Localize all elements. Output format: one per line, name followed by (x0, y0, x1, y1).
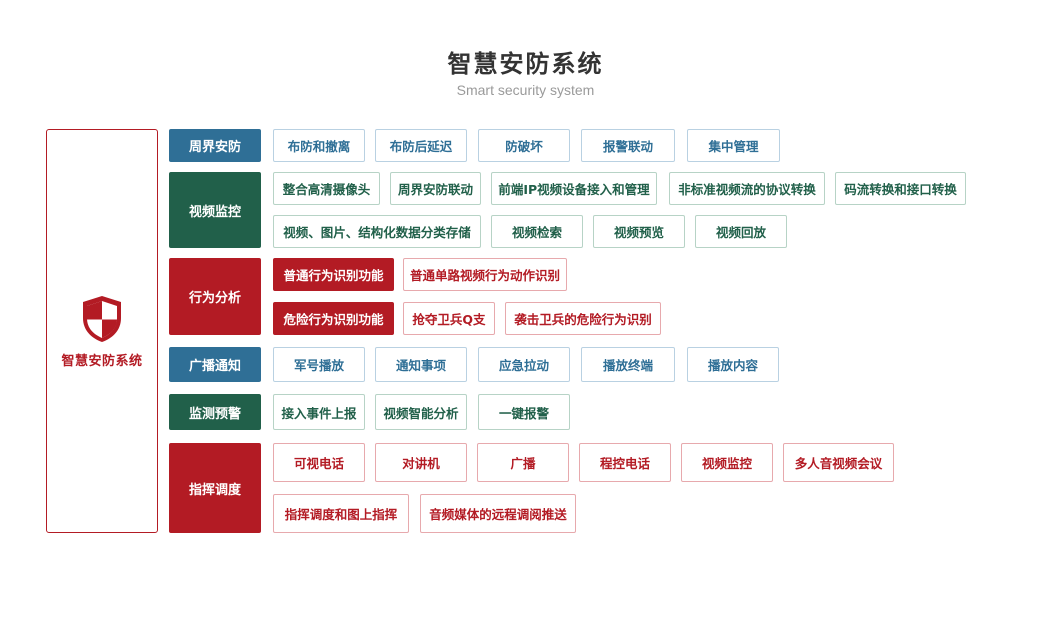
category-command: 指挥调度 (169, 443, 261, 533)
item-behavior-attack: 袭击卫兵的危险行为识别 (505, 302, 661, 335)
item-broadcast-terminal: 播放终端 (581, 347, 675, 382)
root-label: 智慧安防系统 (61, 353, 143, 369)
item-video-search: 视频检索 (491, 215, 583, 248)
item-command-map: 指挥调度和图上指挥 (273, 494, 409, 533)
item-broadcast-emergency: 应急拉动 (478, 347, 570, 382)
item-video-protocol: 非标准视频流的协议转换 (669, 172, 825, 205)
item-command-media-push: 音频媒体的远程调阅推送 (420, 494, 576, 533)
item-command-phone: 程控电话 (579, 443, 671, 482)
item-monitor-alarm: 一键报警 (478, 394, 570, 430)
item-broadcast-bugle: 军号播放 (273, 347, 365, 382)
shield-icon (83, 295, 121, 342)
item-video-ip-device: 前端IP视频设备接入和管理 (491, 172, 657, 205)
item-video-storage: 视频、图片、结构化数据分类存储 (273, 215, 481, 248)
category-perimeter: 周界安防 (169, 129, 261, 162)
item-video-stream-convert: 码流转换和接口转换 (835, 172, 966, 205)
item-broadcast-notice: 通知事项 (375, 347, 467, 382)
item-perimeter-arm: 布防和撤离 (273, 129, 365, 162)
page-title: 智慧安防系统 (447, 50, 604, 78)
item-video-preview: 视频预览 (593, 215, 685, 248)
page-subtitle: Smart security system (456, 82, 595, 98)
item-command-conference: 多人音视频会议 (783, 443, 894, 482)
item-perimeter-delay: 布防后延迟 (375, 129, 467, 162)
item-monitor-report: 接入事件上报 (273, 394, 365, 430)
category-monitor: 监测预警 (169, 394, 261, 430)
item-behavior-grab: 抢夺卫兵Q支 (403, 302, 495, 335)
category-broadcast: 广播通知 (169, 347, 261, 382)
item-command-broadcast: 广播 (477, 443, 569, 482)
item-behavior-single-channel: 普通单路视频行为动作识别 (403, 258, 567, 291)
item-video-playback: 视频回放 (695, 215, 787, 248)
item-command-intercom: 对讲机 (375, 443, 467, 482)
category-behavior: 行为分析 (169, 258, 261, 335)
item-broadcast-content: 播放内容 (687, 347, 779, 382)
item-command-videophone: 可视电话 (273, 443, 365, 482)
item-perimeter-central: 集中管理 (687, 129, 780, 162)
item-perimeter-tamper: 防破坏 (478, 129, 570, 162)
category-video: 视频监控 (169, 172, 261, 248)
item-behavior-danger: 危险行为识别功能 (273, 302, 394, 335)
item-monitor-analysis: 视频智能分析 (375, 394, 467, 430)
root-node: 智慧安防系统 (46, 129, 158, 533)
item-video-perimeter-link: 周界安防联动 (390, 172, 481, 205)
item-behavior-normal: 普通行为识别功能 (273, 258, 394, 291)
item-video-hd-camera: 整合高清摄像头 (273, 172, 380, 205)
item-perimeter-alarm-link: 报警联动 (581, 129, 675, 162)
item-command-video: 视频监控 (681, 443, 773, 482)
